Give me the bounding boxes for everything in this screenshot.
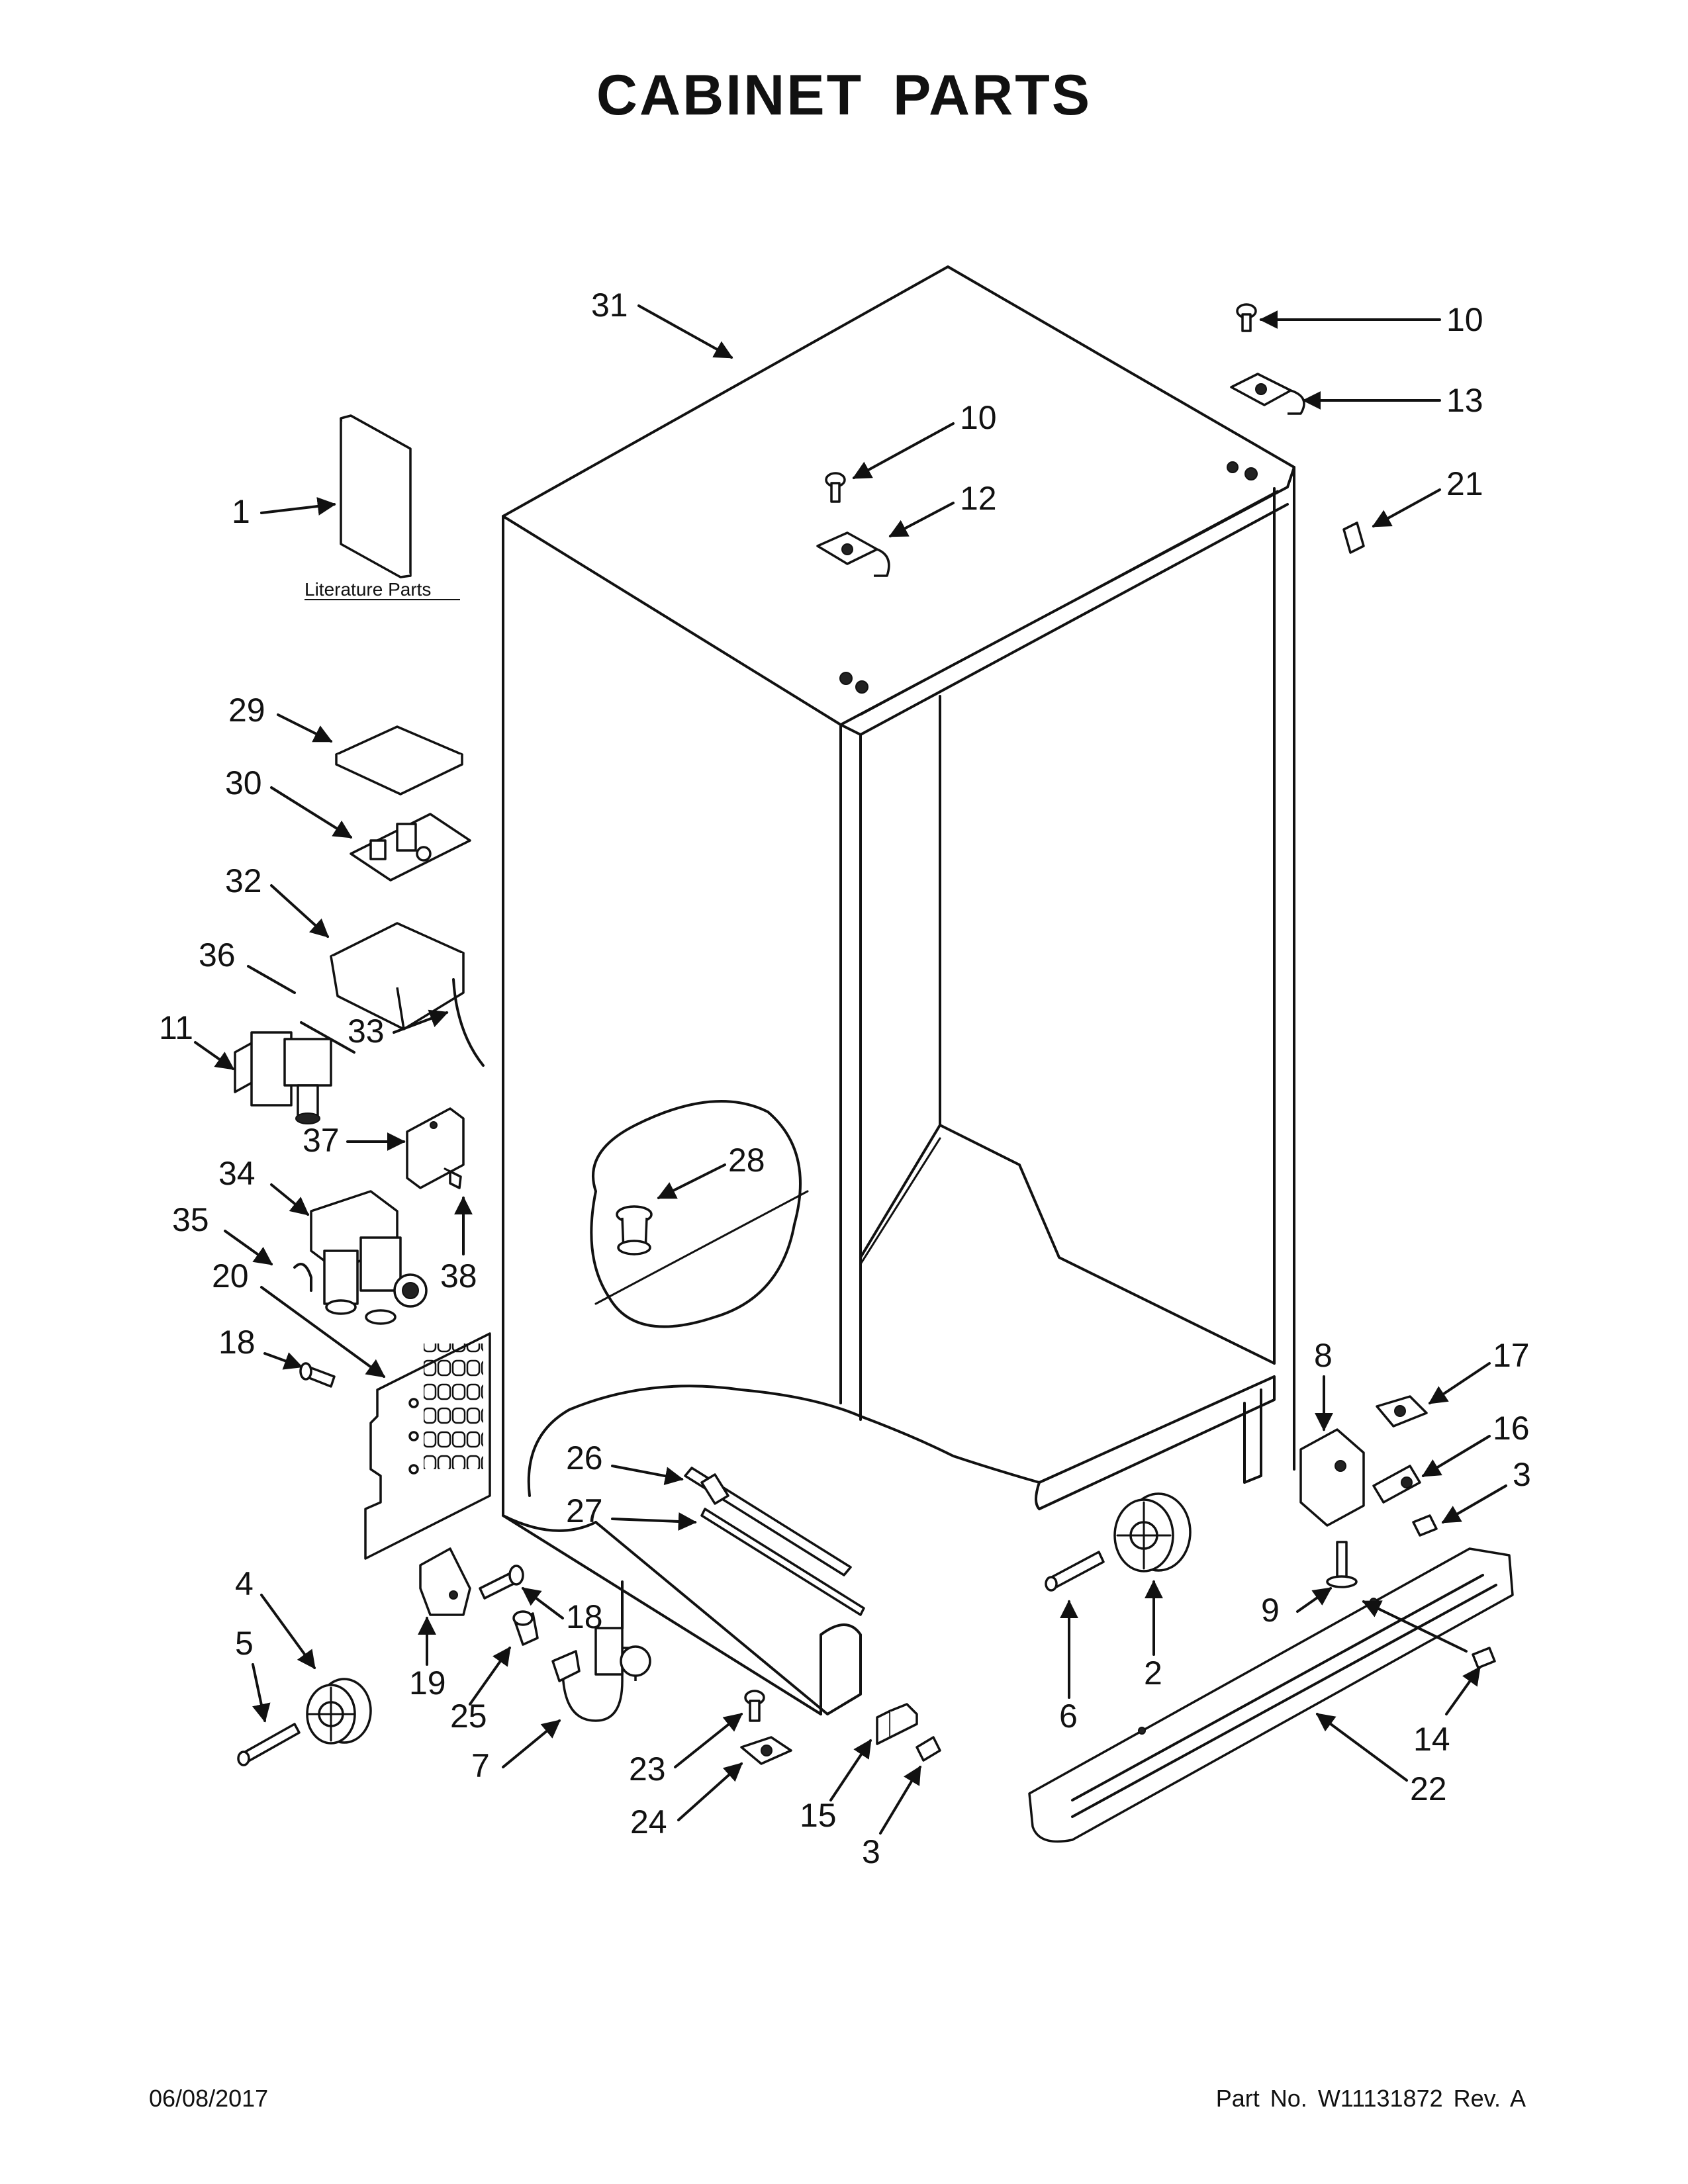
screw-10b <box>825 472 846 503</box>
cabinet-shell <box>502 265 1295 1715</box>
wire-33 <box>452 978 485 1067</box>
literature-booklet: Literature Parts <box>305 414 460 600</box>
water-valve-34 <box>310 1190 428 1325</box>
roller-2 <box>1113 1492 1192 1572</box>
literature-label: Literature Parts <box>305 579 431 600</box>
callout-36: 36 <box>199 936 236 974</box>
clip-35 <box>293 1263 312 1292</box>
callout-15: 15 <box>800 1797 837 1834</box>
hinge-13 <box>1230 373 1305 415</box>
tube-27 <box>700 1508 865 1616</box>
callout-25: 25 <box>450 1698 487 1735</box>
callout-13: 13 <box>1446 382 1483 419</box>
callout-34: 34 <box>218 1155 256 1192</box>
callout-28: 28 <box>728 1142 765 1179</box>
leveler-9 <box>1326 1541 1358 1588</box>
callout-27: 27 <box>566 1492 603 1529</box>
hinge-bracket-8 <box>1299 1428 1365 1527</box>
callout-18a: 18 <box>218 1324 256 1361</box>
footer-part-number: Part No. W11131872 Rev. A <box>1215 2085 1526 2112</box>
screw-18b <box>479 1565 524 1600</box>
cam-17 <box>1376 1395 1428 1428</box>
tube-26 <box>684 1467 852 1576</box>
callout-23: 23 <box>629 1751 666 1788</box>
callout-4: 4 <box>235 1565 254 1602</box>
callout-8: 8 <box>1314 1337 1333 1374</box>
screw-10a <box>1236 303 1257 332</box>
screw-38 <box>444 1167 462 1189</box>
callout-14: 14 <box>1413 1721 1450 1758</box>
bracket-19 <box>419 1547 471 1616</box>
axle-6 <box>1045 1551 1105 1592</box>
drain-trap-7 <box>551 1627 651 1722</box>
callout-12: 12 <box>960 480 997 517</box>
callout-18b: 18 <box>566 1598 603 1635</box>
callout-9: 9 <box>1261 1592 1280 1629</box>
callout-29: 29 <box>228 692 265 729</box>
base-grille-22 <box>1028 1547 1514 1843</box>
callout-33: 33 <box>348 1013 385 1050</box>
water-valve-11 <box>234 1031 332 1124</box>
screw-25 <box>512 1610 539 1646</box>
bracket-24 <box>740 1736 792 1765</box>
callout-10a: 10 <box>1446 301 1483 338</box>
callout-16: 16 <box>1493 1410 1530 1447</box>
axle-5 <box>237 1723 301 1766</box>
callout-5: 5 <box>235 1625 254 1662</box>
bracket-15 <box>876 1703 918 1745</box>
bracket-16 <box>1372 1465 1421 1504</box>
callout-11: 11 <box>159 1009 193 1046</box>
footer-date: 06/08/2017 <box>149 2085 269 2112</box>
control-board-30 <box>350 813 471 882</box>
bracket-37 <box>406 1107 465 1189</box>
screw-3a <box>1412 1514 1438 1537</box>
screw-18a <box>299 1362 336 1388</box>
callout-10b: 10 <box>960 399 997 436</box>
clip-21 <box>1342 522 1365 554</box>
callout-1: 1 <box>232 493 250 530</box>
grommet-28 <box>616 1205 653 1255</box>
callout-30: 30 <box>225 764 262 801</box>
callout-6: 6 <box>1059 1698 1078 1735</box>
bottom-cutaway <box>527 1385 1041 1510</box>
callout-21: 21 <box>1446 465 1483 502</box>
hinge-12 <box>816 531 890 577</box>
callout-32: 32 <box>225 862 262 899</box>
callout-17: 17 <box>1493 1337 1530 1374</box>
wire-36 <box>300 1021 355 1054</box>
callout-2: 2 <box>1144 1655 1162 1692</box>
callout-22: 22 <box>1410 1770 1447 1807</box>
roller-4 <box>306 1678 372 1745</box>
callout-20: 20 <box>212 1257 249 1295</box>
callout-37: 37 <box>303 1122 340 1159</box>
screw-3b <box>915 1736 941 1762</box>
page-title: CABINET PARTS <box>596 64 1092 127</box>
callout-7: 7 <box>471 1747 490 1784</box>
callout-24: 24 <box>630 1803 667 1841</box>
screw-14 <box>1472 1647 1496 1669</box>
callout-19: 19 <box>409 1664 446 1702</box>
screw-23 <box>744 1690 765 1722</box>
callout-3a: 3 <box>1513 1456 1531 1493</box>
callout-3b: 3 <box>862 1833 880 1870</box>
leader-arrows <box>194 304 1507 1835</box>
callout-38: 38 <box>440 1257 477 1295</box>
callout-26: 26 <box>566 1439 603 1477</box>
rear-vent-panel-20 <box>364 1332 491 1560</box>
control-cover-29 <box>335 725 463 796</box>
callout-31: 31 <box>591 287 628 324</box>
callout-35: 35 <box>172 1201 209 1238</box>
